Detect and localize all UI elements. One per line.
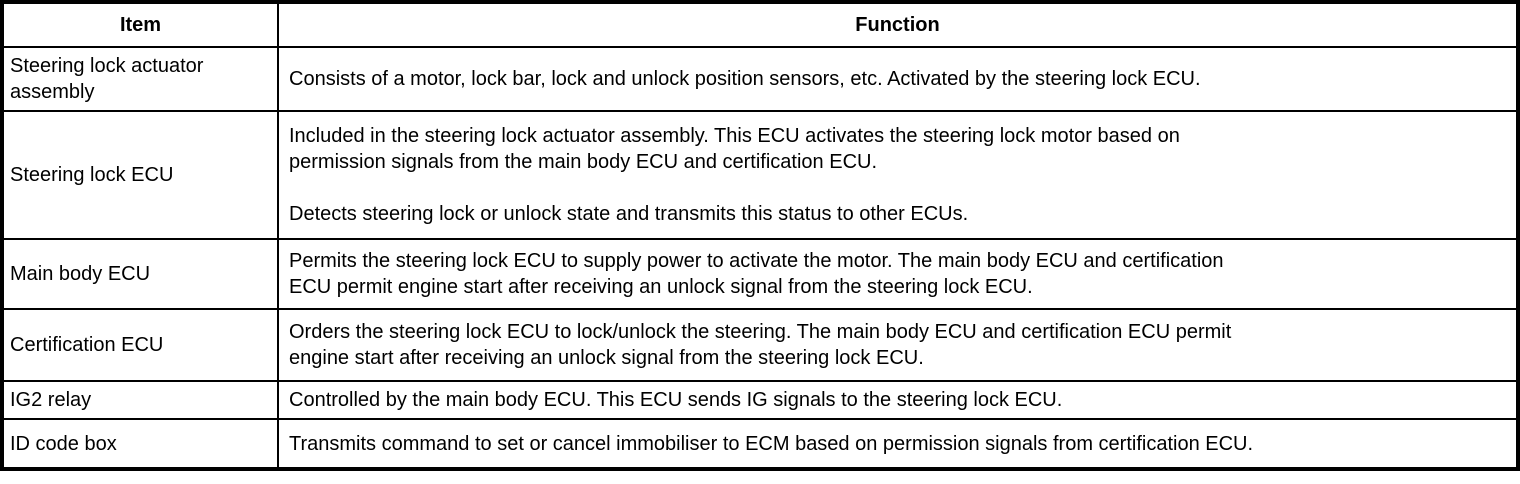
item-function-table: Item Function Steering lock actuator ass… [0,0,1520,471]
item-cell: Certification ECU [1,308,279,382]
function-cell: Consists of a motor, lock bar, lock and … [277,46,1519,112]
table-row-certification-ecu: Certification ECU Orders the steering lo… [1,308,1519,382]
column-header-function: Function [277,1,1519,48]
item-cell: ID code box [1,418,279,470]
function-cell: Included in the steering lock actuator a… [277,110,1519,240]
function-cell: Transmits command to set or cancel immob… [277,418,1519,470]
item-cell: Steering lock actuator assembly [1,46,279,112]
function-cell: Orders the steering lock ECU to lock/unl… [277,308,1519,382]
table-row-main-body-ecu: Main body ECU Permits the steering lock … [1,238,1519,310]
item-cell: IG2 relay [1,380,279,420]
function-cell: Controlled by the main body ECU. This EC… [277,380,1519,420]
table-row-steering-lock-actuator-assembly: Steering lock actuator assembly Consists… [1,46,1519,112]
table-row-steering-lock-ecu: Steering lock ECU Included in the steeri… [1,110,1519,240]
table-header-row: Item Function [1,1,1519,48]
item-cell: Main body ECU [1,238,279,310]
table-row-ig2-relay: IG2 relay Controlled by the main body EC… [1,380,1519,420]
function-cell: Permits the steering lock ECU to supply … [277,238,1519,310]
item-cell: Steering lock ECU [1,110,279,240]
table-row-id-code-box: ID code box Transmits command to set or … [1,418,1519,470]
column-header-item: Item [1,1,279,48]
